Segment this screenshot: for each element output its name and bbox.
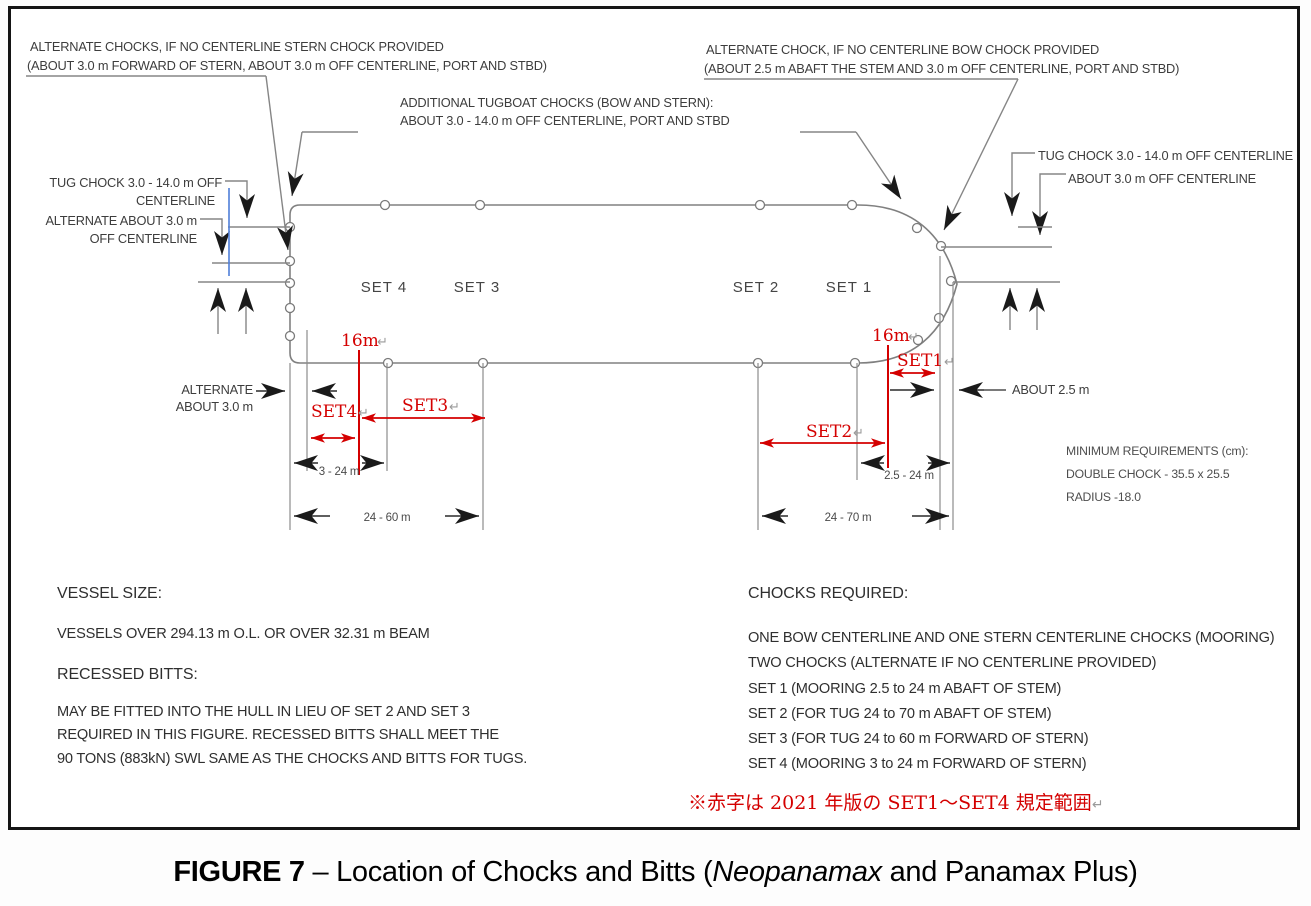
caption-text-end: and Panamax Plus) bbox=[881, 856, 1138, 888]
vessel-size-heading: VESSEL SIZE: bbox=[57, 585, 162, 602]
alt-stern-label-line1: ALTERNATE CHOCKS, IF NO CENTERLINE STERN… bbox=[30, 39, 444, 54]
chock-icon bbox=[284, 330, 296, 342]
left-tug-label-line1: TUG CHOCK 3.0 - 14.0 m OFF bbox=[49, 175, 222, 190]
alt-stern-leader-arrow bbox=[265, 75, 293, 251]
right-about-label: ABOUT 3.0 m OFF CENTERLINE bbox=[1068, 171, 1256, 186]
red-set4-label: SET4 bbox=[311, 402, 357, 422]
red-16m-right-label: 16m bbox=[872, 326, 910, 346]
alt-bow-leader-arrow bbox=[943, 78, 1019, 231]
return-mark-icon: ↵ bbox=[377, 335, 388, 350]
hull-set1-label: SET 1 bbox=[826, 279, 872, 296]
vessel-size-body: VESSELS OVER 294.13 m O.L. OR OVER 32.31… bbox=[57, 626, 430, 642]
right-about-elbow-arrow bbox=[1032, 173, 1066, 235]
hull-set4-label: SET 4 bbox=[361, 279, 407, 296]
caption-text: – Location of Chocks and Bitts ( bbox=[304, 856, 713, 888]
chock-icon bbox=[284, 255, 296, 267]
red-set2-label: SET2 bbox=[806, 422, 852, 442]
chocks-required-item: SET 2 (FOR TUG 24 to 70 m ABAFT OF STEM) bbox=[748, 705, 1052, 722]
chocks-required-item: SET 1 (MOORING 2.5 to 24 m ABAFT OF STEM… bbox=[748, 680, 1062, 697]
tugboat-right-leader-arrow bbox=[855, 131, 902, 200]
red-range-marks bbox=[311, 345, 935, 475]
chock-icon bbox=[284, 302, 296, 314]
chock-icon bbox=[945, 275, 957, 287]
figure-caption: FIGURE 7 – Location of Chocks and Bitts … bbox=[0, 856, 1311, 889]
dim-3-24-label: 3 - 24 m bbox=[319, 466, 360, 478]
chocks-required-item: ONE BOW CENTERLINE AND ONE STERN CENTERL… bbox=[748, 630, 1275, 646]
right-tug-label: TUG CHOCK 3.0 - 14.0 m OFF CENTERLINE bbox=[1038, 148, 1293, 163]
caption-figure-number: FIGURE 7 bbox=[173, 856, 305, 888]
alternate-label-line2: ABOUT 3.0 m bbox=[176, 399, 253, 414]
chocks-required-item: TWO CHOCKS (ALTERNATE IF NO CENTERLINE P… bbox=[748, 655, 1157, 672]
chock-icon bbox=[379, 199, 391, 211]
recessed-bitts-heading: RECESSED BITTS: bbox=[57, 666, 198, 683]
recessed-bitts-body: MAY BE FITTED INTO THE HULL IN LIEU OF S… bbox=[57, 701, 527, 771]
return-mark-icon: ↵ bbox=[908, 330, 919, 345]
chock-location-diagram: ALTERNATE CHOCKS, IF NO CENTERLINE STERN… bbox=[26, 39, 1293, 530]
dim-24-70-label: 24 - 70 m bbox=[825, 512, 872, 524]
chock-icon bbox=[474, 199, 486, 211]
chock-icon bbox=[912, 334, 924, 346]
vessel-hull-outline bbox=[289, 204, 958, 364]
left-tug-elbow-arrow bbox=[225, 180, 255, 218]
left-tug-label-line2: CENTERLINE bbox=[136, 193, 215, 208]
recessed-bitts-line1: MAY BE FITTED INTO THE HULL IN LIEU OF S… bbox=[57, 704, 470, 720]
dim-24-60-label: 24 - 60 m bbox=[364, 512, 411, 524]
chocks-required-item: SET 4 (MOORING 3 to 24 m FORWARD OF STER… bbox=[748, 756, 1087, 773]
chocks-required-heading: CHOCKS REQUIRED: bbox=[748, 585, 909, 602]
chocks-required-list: ONE BOW CENTERLINE AND ONE STERN CENTERL… bbox=[748, 626, 1275, 778]
red-16m-left-label: 16m bbox=[341, 331, 379, 351]
alt-bow-label-line1: ALTERNATE CHOCK, IF NO CENTERLINE BOW CH… bbox=[706, 42, 1099, 57]
alt-bow-label-line2: (ABOUT 2.5 m ABAFT THE STEM AND 3.0 m OF… bbox=[704, 61, 1179, 76]
chock-icon bbox=[911, 222, 923, 234]
left-alt-label-line1: ALTERNATE ABOUT 3.0 m bbox=[45, 213, 197, 228]
chock-marks bbox=[284, 199, 957, 369]
chock-icon bbox=[849, 357, 861, 369]
extension-lines bbox=[289, 256, 954, 530]
red-note-text: ※赤字は 2021 年版の SET1～SET4 規定範囲 bbox=[688, 792, 1092, 814]
alternate-label-line1: ALTERNATE bbox=[181, 382, 253, 397]
chock-icon bbox=[846, 199, 858, 211]
return-mark-icon: ↵ bbox=[853, 426, 864, 441]
red-text-note: ※赤字は 2021 年版の SET1～SET4 規定範囲↵ bbox=[688, 788, 1104, 815]
dim-25-24-label: 2.5 - 24 m bbox=[884, 470, 934, 482]
dimension-arrows bbox=[256, 382, 1006, 524]
hull-set3-label: SET 3 bbox=[454, 279, 500, 296]
recessed-bitts-line3: 90 TONS (883kN) SWL SAME AS THE CHOCKS A… bbox=[57, 750, 528, 767]
return-mark-icon: ↵ bbox=[1091, 797, 1104, 813]
caption-vessel-class: Neopanamax bbox=[712, 856, 882, 888]
minimum-requirements-block: MINIMUM REQUIREMENTS (cm): DOUBLE CHOCK … bbox=[1066, 440, 1249, 508]
tugboat-label-line2: ABOUT 3.0 - 14.0 m OFF CENTERLINE, PORT … bbox=[400, 113, 730, 128]
tugboat-left-leader-arrow bbox=[287, 131, 304, 197]
chock-icon bbox=[935, 240, 947, 252]
alt-stern-label-line2: (ABOUT 3.0 m FORWARD OF STERN, ABOUT 3.0… bbox=[27, 58, 547, 73]
chock-icon bbox=[284, 277, 296, 289]
red-set3-label: SET3 bbox=[402, 396, 448, 416]
leader-lines bbox=[26, 75, 1066, 334]
min-req-line3: RADIUS -18.0 bbox=[1066, 489, 1141, 504]
tugboat-label-line1: ADDITIONAL TUGBOAT CHOCKS (BOW AND STERN… bbox=[400, 95, 713, 110]
min-req-line1: MINIMUM REQUIREMENTS (cm): bbox=[1066, 444, 1249, 458]
about-25-label: ABOUT 2.5 m bbox=[1012, 382, 1089, 397]
diagram-border bbox=[8, 6, 1300, 830]
return-mark-icon: ↵ bbox=[358, 406, 369, 421]
hull-set2-label: SET 2 bbox=[733, 279, 779, 296]
red-set1-label: SET1 bbox=[897, 351, 943, 371]
left-alt-elbow-arrow bbox=[200, 218, 230, 255]
left-alt-label-line2: OFF CENTERLINE bbox=[90, 231, 197, 246]
chock-icon bbox=[382, 357, 394, 369]
chock-icon bbox=[933, 312, 945, 324]
recessed-bitts-line2: REQUIRED IN THIS FIGURE. RECESSED BITTS … bbox=[57, 727, 499, 744]
chocks-required-item: SET 3 (FOR TUG 24 to 60 m FORWARD OF STE… bbox=[748, 731, 1089, 748]
return-mark-icon: ↵ bbox=[944, 355, 955, 370]
return-mark-icon: ↵ bbox=[449, 400, 460, 415]
min-req-line2: DOUBLE CHOCK - 35.5 x 25.5 bbox=[1066, 466, 1230, 481]
chock-icon bbox=[754, 199, 766, 211]
right-tug-elbow-arrow bbox=[1004, 152, 1035, 216]
